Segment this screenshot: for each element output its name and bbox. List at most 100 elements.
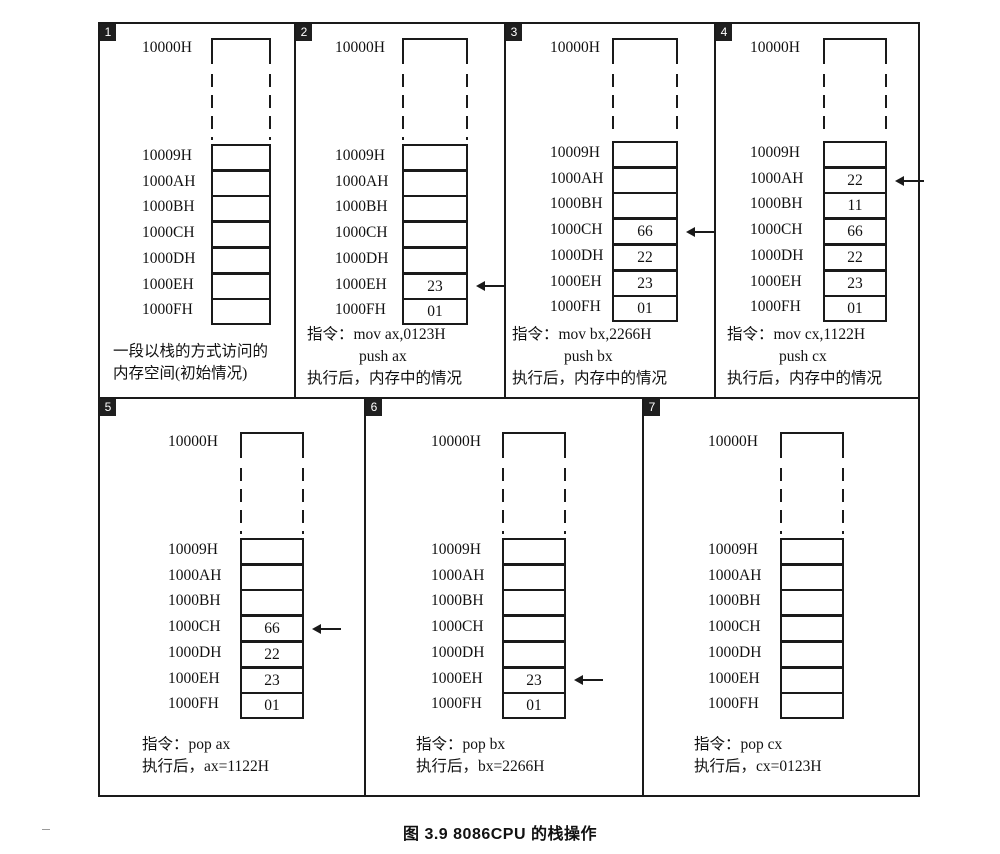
address-label-1000ch: 1000CH xyxy=(168,618,221,636)
dashed-boundary-left xyxy=(240,510,242,523)
dashed-boundary-left xyxy=(612,95,614,108)
stack-segment-top xyxy=(240,432,304,458)
address-label-10009h: 10009H xyxy=(431,541,481,558)
memory-cell-1000fh xyxy=(211,298,271,326)
dashed-boundary-right xyxy=(564,510,566,523)
memory-cell-1000eh: 23 xyxy=(612,269,678,297)
memory-cell-1000eh: 23 xyxy=(402,272,468,300)
dashed-boundary-right xyxy=(466,95,468,108)
address-label-1000ch: 1000CH xyxy=(431,618,484,636)
panel-note: 指令：mov ax,0123H push ax 执行后，内存中的情况 xyxy=(307,324,462,390)
address-label-top: 10000H xyxy=(708,433,758,450)
dashed-boundary-left xyxy=(402,137,404,140)
address-label-top: 10000H xyxy=(431,433,481,450)
panel-note: 一段以栈的方式访问的内存空间(初始情况) xyxy=(113,341,268,385)
memory-cell-1000eh: 23 xyxy=(502,666,566,694)
memory-cell-1000dh xyxy=(211,246,271,274)
memory-cell-1000ch: 66 xyxy=(823,218,887,246)
memory-cell-1000fh: 01 xyxy=(612,295,678,323)
address-label-1000fh: 1000FH xyxy=(335,301,386,319)
dashed-boundary-right xyxy=(564,468,566,481)
note-line: 执行后，ax=1122H xyxy=(142,758,269,775)
memory-cell-1000ah xyxy=(402,169,468,197)
address-label-1000dh: 1000DH xyxy=(750,246,804,264)
memory-cell-1000bh xyxy=(780,589,844,617)
note-line: 执行后，内存中的情况 xyxy=(512,370,668,387)
address-label-1000dh: 1000DH xyxy=(168,643,222,661)
dashed-boundary-left xyxy=(823,116,825,129)
stack-segment-top xyxy=(402,38,468,64)
note-line: push bx xyxy=(564,348,613,365)
memory-cell-1000bh xyxy=(211,195,271,223)
memory-cell-1000ah xyxy=(502,563,566,591)
stack-segment-top xyxy=(502,432,566,458)
panel-number-badge: 5 xyxy=(100,399,116,416)
note-line: 一段以栈的方式访问的 xyxy=(113,343,269,360)
address-label-1000ah: 1000AH xyxy=(708,566,762,584)
memory-cell-10009h xyxy=(211,144,271,171)
memory-cell-10009h xyxy=(502,538,566,565)
address-label-1000dh: 1000DH xyxy=(550,246,604,264)
address-label-1000bh: 1000BH xyxy=(431,592,484,610)
address-label-1000bh: 1000BH xyxy=(168,592,221,610)
memory-cell-1000ch xyxy=(780,615,844,643)
dashed-boundary-right xyxy=(676,95,678,108)
figure-caption: 图 3.9 8086CPU 的栈操作 xyxy=(403,826,597,843)
dashed-boundary-left xyxy=(612,116,614,129)
note-line: 指令：pop cx xyxy=(694,736,783,753)
memory-cell-1000eh xyxy=(211,272,271,300)
note-line: 指令：mov ax,0123H xyxy=(307,326,446,343)
dashed-boundary-right xyxy=(302,468,304,481)
memory-cell-1000eh: 23 xyxy=(823,269,887,297)
address-label-1000ah: 1000AH xyxy=(142,172,196,190)
dashed-boundary-right xyxy=(269,95,271,108)
note-line: 执行后，内存中的情况 xyxy=(307,370,463,387)
note-line: 指令：pop bx xyxy=(416,736,506,753)
memory-cell-1000dh: 22 xyxy=(823,243,887,271)
address-label-1000fh: 1000FH xyxy=(142,301,193,319)
memory-cell-10009h xyxy=(823,141,887,168)
address-label-1000ah: 1000AH xyxy=(168,566,222,584)
address-label-1000ah: 1000AH xyxy=(750,169,804,187)
dashed-boundary-left xyxy=(211,116,213,129)
address-label-1000bh: 1000BH xyxy=(708,592,761,610)
dashed-boundary-left xyxy=(780,489,782,502)
memory-cell-1000fh: 01 xyxy=(823,295,887,323)
memory-cell-1000bh xyxy=(502,589,566,617)
memory-cell-1000dh: 22 xyxy=(612,243,678,271)
memory-cell-1000bh xyxy=(402,195,468,223)
panel-number-badge: 1 xyxy=(100,24,116,41)
address-label-top: 10000H xyxy=(550,39,600,56)
dashed-boundary-right xyxy=(466,116,468,129)
dashed-boundary-left xyxy=(240,531,242,534)
dashed-boundary-left xyxy=(823,74,825,87)
address-label-top: 10000H xyxy=(335,39,385,56)
dashed-boundary-left xyxy=(240,489,242,502)
scan-mark xyxy=(42,829,50,830)
address-label-1000dh: 1000DH xyxy=(142,249,196,267)
dashed-boundary-right xyxy=(885,95,887,108)
dashed-boundary-left xyxy=(823,95,825,108)
address-label-1000fh: 1000FH xyxy=(168,695,219,713)
stack-segment-top xyxy=(780,432,844,458)
dashed-boundary-left xyxy=(612,74,614,87)
memory-cell-1000ch xyxy=(502,615,566,643)
dashed-boundary-right xyxy=(564,531,566,534)
address-label-1000dh: 1000DH xyxy=(335,249,389,267)
address-label-1000bh: 1000BH xyxy=(550,195,603,213)
stack-panel-3 xyxy=(504,22,716,399)
address-label-1000eh: 1000EH xyxy=(335,275,387,293)
note-line: push ax xyxy=(359,348,407,365)
dashed-boundary-left xyxy=(240,468,242,481)
stack-panel-5 xyxy=(98,397,366,797)
dashed-boundary-right xyxy=(676,74,678,87)
panel-number-badge: 7 xyxy=(644,399,660,416)
dashed-boundary-right xyxy=(269,116,271,129)
address-label-10009h: 10009H xyxy=(335,147,385,164)
address-label-1000bh: 1000BH xyxy=(142,198,195,216)
